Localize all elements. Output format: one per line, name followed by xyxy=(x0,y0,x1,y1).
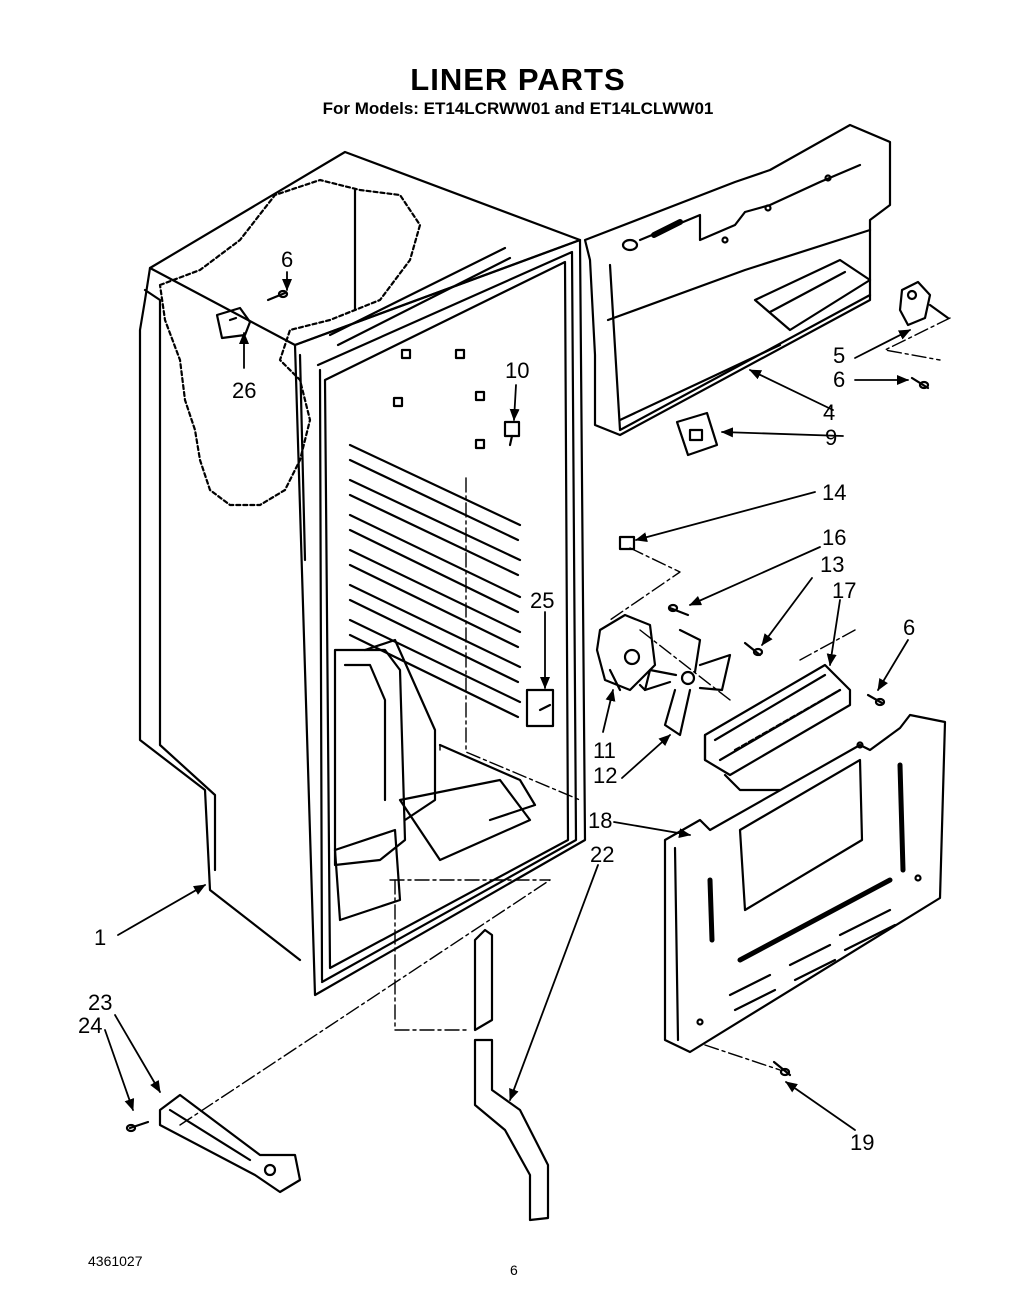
callout-12: 12 xyxy=(593,763,617,788)
callout-18: 18 xyxy=(588,808,612,833)
grille-9 xyxy=(675,411,719,457)
callout-26: 26 xyxy=(232,378,256,403)
liner-cabinet xyxy=(138,150,587,997)
callout-16: 16 xyxy=(822,525,846,550)
callout-25: 25 xyxy=(530,588,554,613)
top-panel xyxy=(583,123,892,437)
models-subtitle: For Models: ET14LCRWW01 and ET14LCLWW01 xyxy=(322,99,714,118)
callout-24: 24 xyxy=(78,1013,102,1038)
screw-24 xyxy=(125,1120,150,1133)
screw-13 xyxy=(743,641,764,657)
screw-6-topright xyxy=(910,376,930,390)
callout-6-left: 6 xyxy=(281,247,293,272)
document-number: 4361027 xyxy=(88,1253,143,1269)
callout-22: 22 xyxy=(590,842,614,867)
callout-labels: 1 4 5 6 6 6 9 10 11 12 13 14 16 17 18 19… xyxy=(78,247,915,1155)
screw-19 xyxy=(772,1060,792,1077)
page-title: LINER PARTS xyxy=(410,62,626,97)
page-number: 6 xyxy=(510,1262,518,1278)
assembly-lines xyxy=(179,317,951,1126)
callout-14: 14 xyxy=(822,480,846,505)
callout-13: 13 xyxy=(820,552,844,577)
callout-6-topright: 6 xyxy=(833,367,845,392)
rear-panel xyxy=(663,713,947,1054)
bracket-23 xyxy=(158,1093,302,1194)
callout-23: 23 xyxy=(88,990,112,1015)
clip-5 xyxy=(898,280,950,327)
fan-motor-11 xyxy=(595,613,657,692)
air-duct-22 xyxy=(473,928,550,1222)
fan-blade-12 xyxy=(643,628,732,737)
callout-4: 4 xyxy=(823,400,835,425)
callout-5: 5 xyxy=(833,343,845,368)
callout-17: 17 xyxy=(832,578,856,603)
nut-14 xyxy=(618,535,636,551)
callout-1: 1 xyxy=(94,925,106,950)
callout-9: 9 xyxy=(825,425,837,450)
callout-10: 10 xyxy=(505,358,529,383)
screw-6-left xyxy=(266,289,289,302)
bolt-10 xyxy=(503,420,521,447)
callout-leaders xyxy=(104,271,911,1131)
screw-6-right xyxy=(866,693,886,707)
callout-11: 11 xyxy=(593,738,616,763)
fan-shroud-17 xyxy=(703,663,852,792)
bracket-26 xyxy=(215,306,252,340)
callout-6-right: 6 xyxy=(903,615,915,640)
callout-19: 19 xyxy=(850,1130,874,1155)
screw-16 xyxy=(667,603,690,617)
